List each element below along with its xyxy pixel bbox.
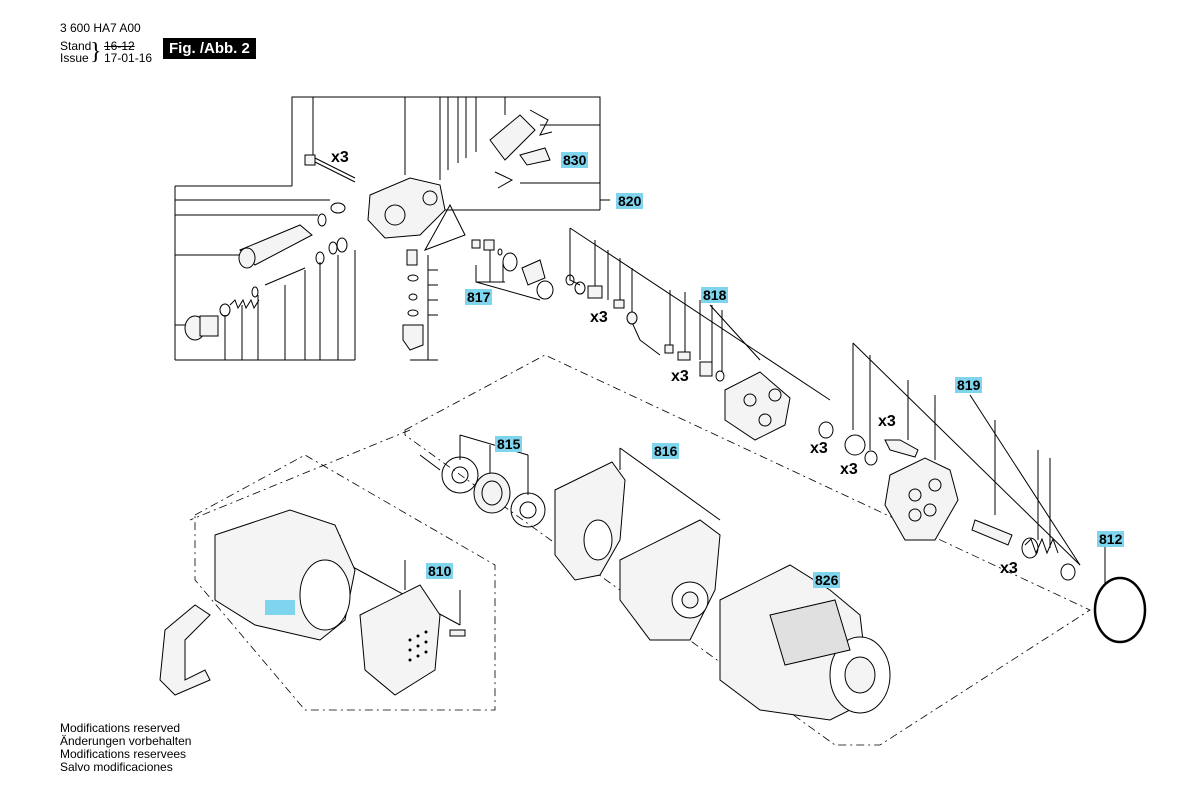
cylinder-part [238, 224, 313, 269]
o-ring-812 [1093, 576, 1147, 644]
brace-icon: } [90, 39, 102, 65]
bolt-part [304, 154, 356, 183]
quantity-label: x3 [840, 461, 858, 478]
footer-line: Änderungen vorbehalten [60, 734, 192, 748]
leader-lines-816 [619, 447, 721, 521]
connector-part [489, 114, 551, 166]
footer-line: Modifications reservees [60, 747, 187, 761]
assembly-axis-left [189, 429, 411, 521]
part-tag-820: 820 [616, 193, 644, 209]
quantity-label: x3 [1000, 560, 1018, 577]
pump-head-part-819 [844, 434, 1076, 581]
part-tag-826: 826 [813, 572, 841, 588]
part-tag-815: 815 [495, 436, 523, 452]
o-ring-part [219, 202, 348, 317]
quantity-label: x3 [671, 368, 689, 385]
outlet-valve-part [184, 315, 219, 341]
motor-826 [719, 564, 891, 721]
assembly-boundary-front [194, 454, 496, 711]
document-number: 3 600 HA7 A00 [60, 21, 141, 35]
housing-810 [159, 509, 466, 696]
issue-value: 17-01-16 [104, 51, 153, 65]
quantity-label: x3 [878, 413, 896, 430]
part-tag-830: 830 [561, 152, 589, 168]
clip-part [494, 171, 514, 189]
footer-line: Modifications reserved [60, 721, 181, 735]
clip-part [529, 109, 553, 136]
valve-part-818 [565, 274, 834, 441]
leader-lines-820 [174, 96, 610, 361]
part-tag-818: 818 [701, 287, 729, 303]
part-tag-819: 819 [955, 377, 983, 393]
gear-housing-816 [554, 461, 721, 641]
quantity-label: x3 [331, 149, 349, 166]
assembly-boundary-motor [404, 354, 1091, 746]
bearing-set-815 [441, 456, 546, 528]
part-tag-816: 816 [652, 443, 680, 459]
footer-notes: Modifications reserved Änderungen vorbeh… [60, 722, 191, 774]
rod-part [264, 267, 306, 286]
quantity-label: x3 [810, 440, 828, 457]
leader-lines-819 [852, 342, 1081, 566]
spring-part [229, 298, 260, 310]
manifold-part [367, 177, 446, 239]
quantity-label: x3 [590, 309, 608, 326]
stand-value: 16-12 [104, 39, 135, 53]
figure-label: Fig. /Abb. 2 [163, 38, 256, 59]
part-tag-810: 810 [426, 563, 454, 579]
part-tag-812: 812 [1097, 531, 1125, 547]
seal-part [423, 203, 466, 251]
footer-line: Salvo modificaciones [60, 760, 173, 774]
valve-part-817 [471, 239, 554, 300]
stand-label: Stand [60, 39, 92, 53]
issue-label: Issue [60, 51, 89, 65]
part-tag-817: 817 [465, 289, 493, 305]
valve-stack-part [402, 249, 424, 351]
leader-lines-818 [569, 227, 831, 401]
